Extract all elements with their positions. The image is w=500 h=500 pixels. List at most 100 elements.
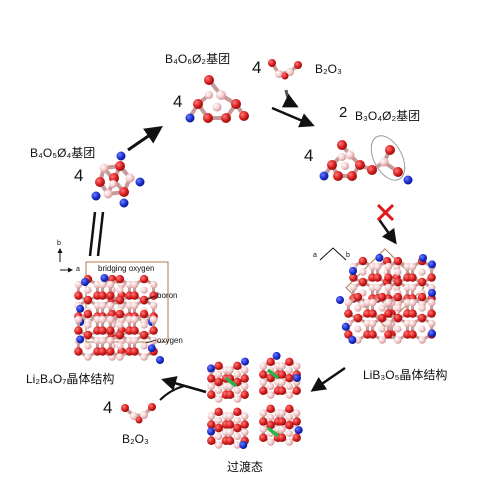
boron-atom	[378, 304, 386, 312]
li2b4o7-axis-a: a	[76, 266, 80, 273]
boron-atom	[240, 382, 249, 391]
boron-atom	[394, 304, 402, 312]
b4o6-molecule	[185, 75, 249, 123]
boron-atom	[394, 325, 402, 333]
oxygen-atom	[149, 326, 158, 335]
boron-atom	[394, 336, 402, 344]
boron-atom	[226, 412, 234, 420]
oxygen-atom	[384, 309, 393, 318]
lithium-atom	[156, 356, 164, 364]
boron-atom	[292, 362, 301, 370]
oxygen-atom	[427, 309, 436, 318]
lithium-atom	[341, 322, 350, 331]
boron-atom	[106, 315, 115, 324]
boron-atom	[140, 342, 148, 350]
b2o3-bottom-label: B₂O₃	[122, 432, 149, 446]
boron-atom	[233, 432, 241, 441]
oxygen-atom	[240, 390, 249, 399]
boron-atom	[408, 298, 417, 307]
boron-atom	[259, 409, 268, 417]
oxygen-atom	[285, 420, 294, 430]
oxygen-atom	[214, 377, 223, 387]
boron-atom	[418, 336, 426, 344]
oxygen-atom	[130, 291, 139, 300]
oxygen-atom	[130, 347, 139, 356]
boron-atom	[359, 268, 367, 276]
oxygen-atom	[214, 361, 223, 371]
oxygen-atom	[233, 361, 242, 371]
oxygen-atom	[358, 256, 368, 266]
lithium-atom	[428, 329, 436, 338]
oxygen-atom	[373, 273, 382, 282]
li2b4o7-crystal	[57, 248, 169, 364]
boron-atom	[240, 366, 249, 374]
b2o3-top-molecule	[268, 59, 302, 80]
boron-atom	[418, 325, 426, 333]
boron-atom	[84, 342, 92, 350]
boron-atom	[285, 413, 293, 421]
boron-atom	[278, 425, 286, 434]
oxygen-atom	[417, 277, 427, 287]
boron-atom	[74, 280, 83, 289]
lithium-atom	[294, 426, 303, 435]
boron-atom	[378, 336, 386, 344]
lithium-atom	[428, 289, 436, 297]
bond	[224, 376, 238, 388]
cycle-arrows	[88, 89, 397, 401]
oxygen-atom	[74, 326, 83, 335]
oxygen-atom	[225, 420, 235, 429]
oxygen-atom	[240, 374, 249, 383]
equilibrium-line-1	[88, 211, 97, 257]
boron-atom	[149, 315, 158, 324]
boron-atom	[98, 315, 107, 324]
oxygen-atom	[214, 407, 223, 417]
boron-atom	[285, 438, 294, 446]
oxygen-atom	[368, 330, 377, 339]
lithium-atom	[207, 364, 215, 373]
boron-atom	[130, 301, 139, 310]
boron-atom	[106, 280, 115, 289]
oxygen-atom	[377, 292, 387, 302]
oxygen-atom	[285, 373, 294, 383]
oxygen-atom	[115, 295, 125, 305]
oxygen-atom	[207, 420, 216, 429]
oxygen-atom	[377, 313, 387, 323]
boron-atom	[344, 298, 353, 307]
boron-atom	[215, 416, 223, 424]
oxygen-atom	[74, 291, 83, 300]
lithium-atom	[293, 374, 301, 382]
oxygen-atom	[408, 330, 417, 339]
boron-atom	[266, 391, 275, 399]
oxygen-atom	[277, 386, 287, 395]
boron-atom	[285, 382, 293, 391]
boron-atom	[266, 438, 275, 446]
oxygen-atom	[285, 357, 294, 367]
oxygen-atom	[344, 309, 353, 318]
lithium-atom	[375, 253, 384, 262]
oxygen-atom	[384, 273, 393, 282]
arrow-transition-to-li2b4o7	[161, 376, 207, 394]
transition-state-label: 过渡态	[227, 460, 264, 474]
oxygen-atom	[214, 423, 223, 433]
equilibrium-line-2	[96, 211, 105, 257]
boron-atom	[354, 336, 362, 344]
oxygen-atom	[115, 309, 125, 319]
oxygen-atom	[393, 256, 403, 266]
boron-atom	[278, 362, 286, 370]
oxygen-atom	[417, 313, 427, 323]
oxygen-atom	[139, 274, 149, 284]
boron-atom	[215, 432, 223, 441]
oxygen-atom	[115, 274, 125, 284]
boron-atom	[418, 268, 426, 276]
boron-atom	[378, 325, 386, 333]
boron-atom	[116, 353, 124, 361]
oxygen-atom	[408, 309, 417, 318]
oxygen-atom	[83, 330, 93, 340]
boron-atom	[285, 366, 293, 374]
boron-atom	[354, 304, 362, 312]
oxygen-atom	[292, 386, 301, 395]
lib3o5-axis-a: a	[313, 252, 317, 259]
boron-atom	[215, 370, 223, 378]
oxygen-atom	[106, 291, 115, 300]
